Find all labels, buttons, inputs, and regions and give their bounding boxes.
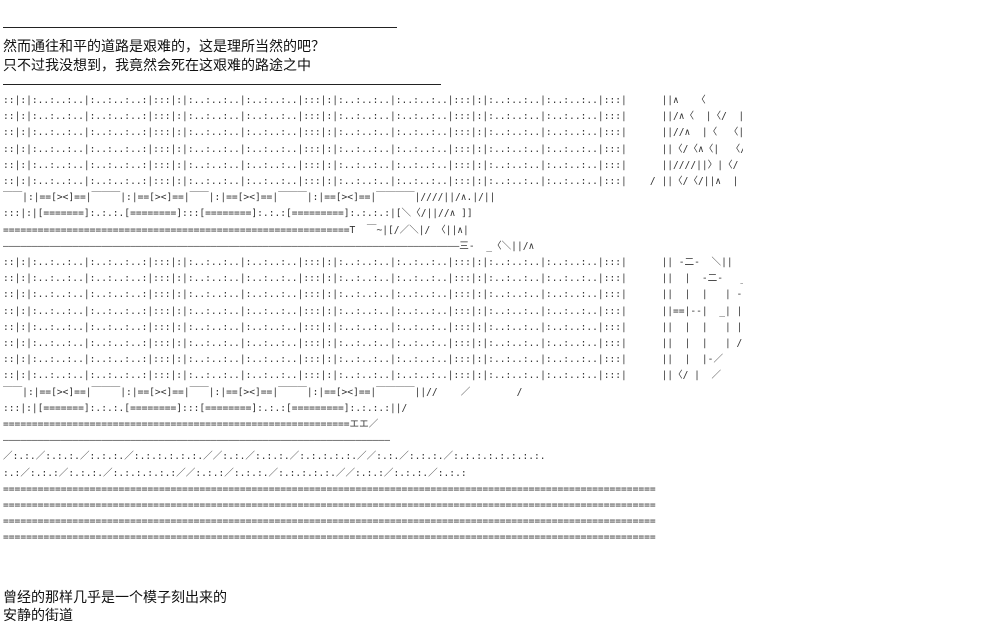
art-line: ::|:|:..:..:..|:..:..:..:|:::|:|:..:..:.… [3,127,743,139]
art-line: ========================================… [3,532,656,544]
narration-line-1: 然而通往和平的道路是艰难的，这是理所当然的吧？ [3,39,325,55]
narration-line-4: 安静的街道 [3,608,73,624]
art-line: ::|:|:..:..:..|:..:..:..:|:::|:|:..:..:.… [3,370,743,382]
art-line: ::|:|:..:..:..|:..:..:..:|:::|:|:..:..:.… [3,176,743,188]
narration-line-3: 曾经的那样几乎是一个模子刻出来的 [3,590,227,606]
art-line: ￣￣|:|==[><]==|￣￣￣|:|==[><]==|￣￣|:|==[><]… [3,386,523,398]
top-rule-long [3,84,441,85]
art-line: ――――――――――――――――――――――――――――――――――――――――… [3,240,535,252]
art-line: ::|:|:..:..:..|:..:..:..:|:::|:|:..:..:.… [3,289,743,301]
top-rule-short [3,27,397,28]
art-line: ::|:|:..:..:..|:..:..:..:|:::|:|:..:..:.… [3,111,743,123]
art-line: ::|:|:..:..:..|:..:..:..:|:::|:|:..:..:.… [3,321,743,333]
art-line: ========================================… [3,500,656,512]
art-line: ::|:|:..:..:..|:..:..:..:|:::|:|:..:..:.… [3,273,743,285]
art-line: :::|:|[=======]:.:.:.[========]:::[=====… [3,402,408,414]
art-line: ::|:|:..:..:..|:..:..:..:|:::|:|:..:..:.… [3,95,706,106]
art-line: ::|:|:..:..:..|:..:..:..:|:::|:|:..:..:.… [3,305,743,317]
art-line: ／:.:.／:.:.:.／:.:.:.／:.:.:.:.:.:.／／:.:.／:… [3,451,546,463]
art-line: ￣￣|:|==[><]==|￣￣￣|:|==[><]==|￣￣|:|==[><]… [3,192,496,204]
art-line: ========================================… [3,483,656,495]
art-line: :.:／:.:.:／:.:.:.／:.:.:.:.:.:／／:.:.:／:.:.… [3,467,467,479]
street-ascii-art: ::|:|:..:..:..|:..:..:..:|:::|:|:..:..:.… [3,93,743,587]
art-line: ::|:|:..:..:..|:..:..:..:|:::|:|:..:..:.… [3,159,743,171]
art-line: :::|:|[=======]:.:.:.[========]:::[=====… [3,208,473,220]
art-line: ::|:|:..:..:..|:..:..:..:|:::|:|:..:..:.… [3,257,733,269]
art-line: ::|:|:..:..:..|:..:..:..:|:::|:|:..:..:.… [3,143,743,155]
art-line: ========================================… [3,419,379,431]
art-line: ========================================… [3,516,656,528]
art-line: ::|:|:..:..:..|:..:..:..:|:::|:|:..:..:.… [3,338,743,350]
narration-line-2: 只不过我没想到，我竟然会死在这艰难的路途之中 [3,58,311,74]
art-line: ========================================… [3,224,469,236]
art-line: ::|:|:..:..:..|:..:..:..:|:::|:|:..:..:.… [3,354,724,366]
art-line: ――――――――――――――――――――――――――――――――――――――――… [3,435,390,447]
